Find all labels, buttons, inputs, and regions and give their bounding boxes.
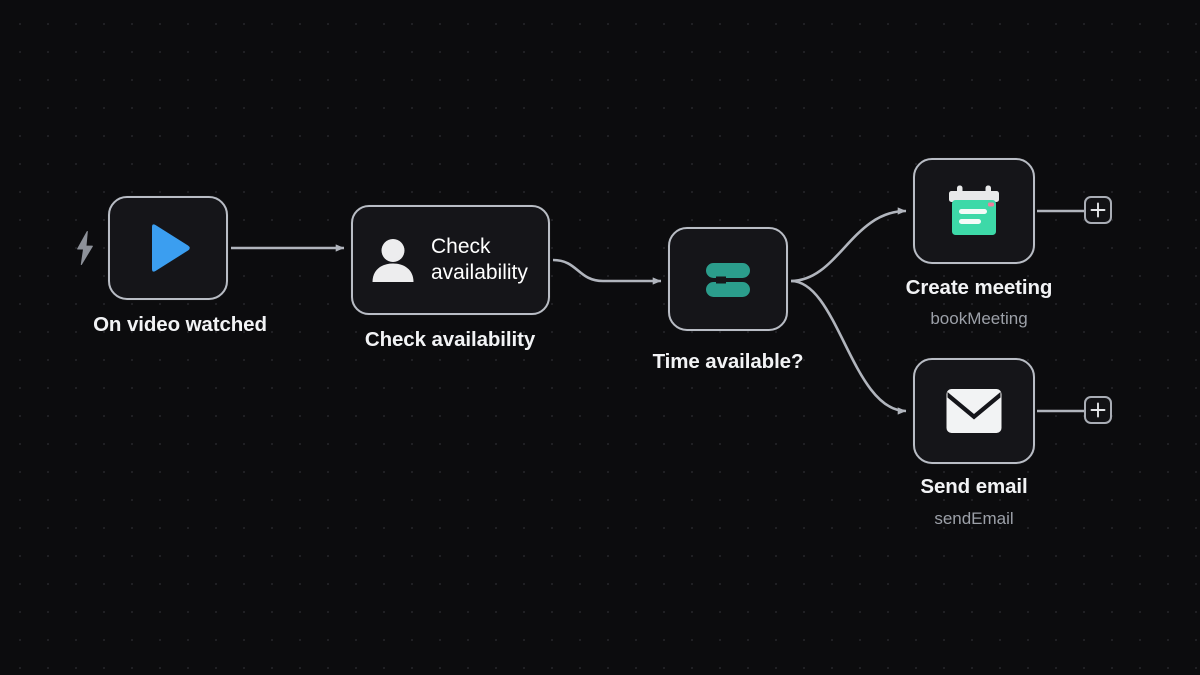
node-label-time-available: Time available? — [652, 350, 804, 373]
add-node-button-after-create-meeting[interactable] — [1084, 196, 1112, 224]
calendar-icon — [949, 185, 999, 235]
edge-decision-to-meeting — [790, 207, 907, 283]
play-icon — [152, 224, 190, 272]
node-inner-text: Check availability — [431, 234, 528, 287]
node-label-send-email: Send email — [920, 475, 1028, 498]
node-sublabel-send-email: sendEmail — [934, 509, 1014, 528]
node-check-availability[interactable]: Check availability — [351, 205, 550, 315]
node-inner-line1: Check — [431, 234, 491, 258]
person-avatar-icon — [372, 239, 414, 282]
node-time-available[interactable] — [668, 227, 788, 331]
node-create-meeting[interactable] — [913, 158, 1035, 264]
node-label-check-availability: Check availability — [364, 328, 536, 351]
plus-icon — [1090, 202, 1106, 218]
edge-check-to-decision — [552, 258, 662, 285]
node-label-on-video-watched: On video watched — [93, 313, 267, 336]
node-on-video-watched[interactable] — [108, 196, 228, 300]
node-send-email[interactable] — [913, 358, 1035, 464]
node-inner-line2: availability — [431, 261, 528, 284]
node-label-create-meeting: Create meeting — [905, 276, 1053, 299]
lightning-bolt-icon — [74, 230, 96, 266]
node-content: Check availability — [353, 234, 548, 287]
envelope-icon — [946, 389, 1002, 433]
edge-decision-to-email — [790, 279, 907, 415]
branch-split-icon — [706, 263, 750, 297]
node-sublabel-create-meeting: bookMeeting — [930, 309, 1028, 328]
plus-icon — [1090, 402, 1106, 418]
add-node-button-after-send-email[interactable] — [1084, 396, 1112, 424]
